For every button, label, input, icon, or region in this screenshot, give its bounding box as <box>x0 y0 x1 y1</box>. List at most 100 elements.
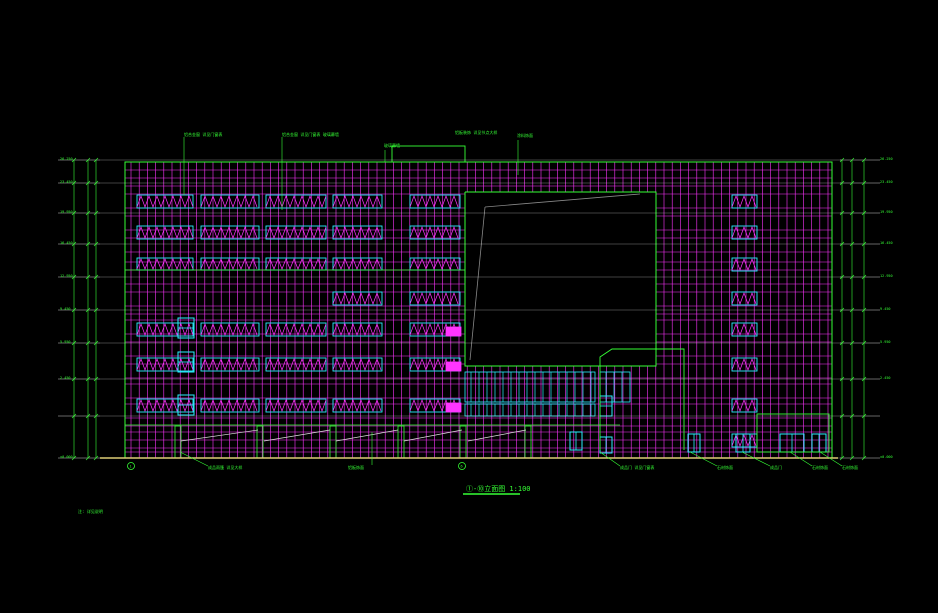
dimension-tick <box>71 413 77 419</box>
canopy-slope <box>180 429 259 442</box>
window-panel <box>731 291 758 306</box>
dimension-tick <box>839 376 845 382</box>
window-panel <box>409 225 461 240</box>
annotation-text: 石材饰面 <box>842 464 858 470</box>
drawing-title-block: ①-⑩立面图 1:100 <box>463 484 531 495</box>
annotation-text: 成品门 详见门窗表 <box>620 464 654 470</box>
window-zigzag <box>332 258 382 270</box>
annotation-text: 铝合金窗 详见门窗表 玻璃幕墙 <box>282 131 339 137</box>
window-zigzag <box>136 398 194 413</box>
window-zigzag <box>265 194 327 209</box>
window-panel <box>265 225 327 240</box>
window-panel <box>265 322 327 337</box>
dimension-tick <box>93 340 99 346</box>
annotation-text: 铝合金窗 详见门窗表 <box>184 131 222 137</box>
window-zigzag <box>731 225 757 240</box>
elevation-label: 9.450 <box>880 307 891 311</box>
window-zigzag <box>731 194 757 209</box>
dimension-tick <box>71 241 77 247</box>
dimension-tick <box>71 180 77 186</box>
window-panel <box>731 257 758 272</box>
dimension-tick <box>861 307 867 313</box>
dimension-tick <box>839 180 845 186</box>
window-panel <box>464 403 596 417</box>
window-zigzag <box>332 291 382 306</box>
window-panel <box>200 322 260 337</box>
elevation-label: 16.450 <box>60 241 73 245</box>
dimension-tick <box>85 274 91 280</box>
window-zigzag <box>731 357 757 372</box>
axis-markers: 1 6 <box>127 462 466 470</box>
dimension-tick <box>849 157 855 163</box>
dimension-tick <box>85 455 91 461</box>
window-zigzag <box>200 398 258 413</box>
window-zigzag <box>265 322 327 337</box>
window-zigzag <box>332 322 382 337</box>
canopy-slope <box>467 429 527 442</box>
elevation-label: 16.450 <box>880 241 893 245</box>
left-elevation-labels: 26.250 23.450 19.950 16.450 12.950 9.450… <box>60 157 73 459</box>
elevation-label: 26.250 <box>880 157 893 161</box>
annotation-text: 涂料饰面 <box>517 132 533 138</box>
leader-line <box>599 451 621 467</box>
dimension-tick <box>849 210 855 216</box>
pilaster <box>524 425 532 459</box>
window-zigzag <box>136 194 194 209</box>
axis-label: 6 <box>461 465 463 469</box>
window-panel <box>731 225 758 240</box>
dimension-lines <box>58 137 880 467</box>
window-zigzag <box>265 258 327 270</box>
dimension-tick <box>849 376 855 382</box>
elevation-label: ±0.000 <box>880 455 893 459</box>
window-zigzag <box>136 225 194 240</box>
dimension-tick <box>71 274 77 280</box>
window-panel <box>200 194 260 209</box>
window-panel <box>409 194 461 209</box>
dimension-tick <box>93 376 99 382</box>
dimension-tick <box>861 274 867 280</box>
window-zigzag <box>332 194 382 209</box>
drawing-title: ①-⑩立面图 1:100 <box>466 484 531 493</box>
elevation-label: 5.950 <box>880 340 891 344</box>
window-zigzag <box>409 291 459 306</box>
dimension-tick <box>93 180 99 186</box>
window-panel <box>332 322 383 337</box>
window-zigzag <box>731 322 757 337</box>
window-panel <box>200 398 260 413</box>
dimension-tick <box>85 241 91 247</box>
elevation-label: 23.450 <box>60 180 73 184</box>
dimension-tick <box>93 413 99 419</box>
elevation-label: 19.950 <box>60 210 73 214</box>
window-zigzag <box>332 225 382 240</box>
dimension-tick <box>93 274 99 280</box>
bottom-annotations: 成品雨篷 详见大样 铝板饰面 成品门 详见门窗表 石材饰面 成品门 石材饰面 石… <box>208 464 858 470</box>
dimension-tick <box>71 157 77 163</box>
window-panel <box>464 371 596 403</box>
elevation-label: 23.450 <box>880 180 893 184</box>
elevation-label: 19.950 <box>880 210 893 214</box>
window-zigzag <box>136 258 194 270</box>
dimension-tick <box>93 157 99 163</box>
dimension-tick <box>93 307 99 313</box>
window-panel <box>409 291 461 306</box>
window-panel <box>731 322 758 337</box>
axis-bubble <box>127 462 135 470</box>
elevation-label: 12.950 <box>880 274 893 278</box>
dimension-tick <box>861 180 867 186</box>
dimension-tick <box>861 376 867 382</box>
dimension-tick <box>861 413 867 419</box>
leader-line <box>819 451 843 467</box>
dimension-tick <box>839 157 845 163</box>
window-zigzag <box>136 322 194 337</box>
window-panel <box>731 357 758 372</box>
window-panel <box>332 398 383 413</box>
dimension-tick <box>85 157 91 163</box>
dimension-tick <box>849 413 855 419</box>
dimension-tick <box>849 307 855 313</box>
right-elevation-labels: 26.250 23.450 19.950 16.450 12.950 9.450… <box>880 157 893 459</box>
window-panel <box>200 357 260 372</box>
leader-line <box>789 451 813 467</box>
dimension-tick <box>849 455 855 461</box>
window-panel <box>265 194 327 209</box>
